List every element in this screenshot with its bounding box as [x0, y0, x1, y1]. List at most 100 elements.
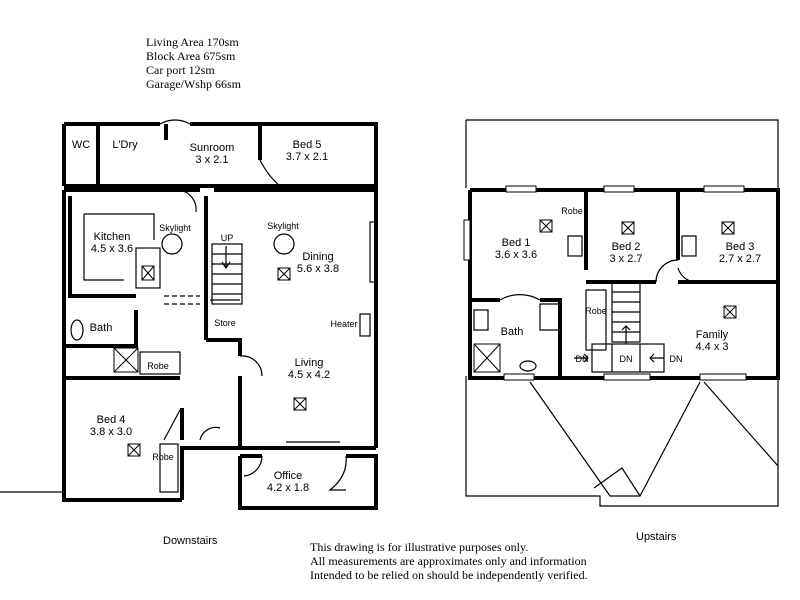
garage-area-text: Garage/Wshp 66sm [146, 77, 241, 91]
store-living-wall [206, 338, 242, 448]
upstairs-shower [473, 343, 501, 373]
bed3-light [721, 221, 735, 235]
office-size: 4.2 x 1.8 [266, 482, 310, 494]
bed3-label: Bed 3 2.7 x 2.7 [719, 241, 761, 265]
family-name: Family [695, 329, 729, 341]
kitchen-dashed-opening [164, 295, 200, 305]
upstairs-bath-label: Bath [500, 326, 524, 338]
family-size: 4.4 x 3 [695, 341, 729, 353]
dining-name: Dining [302, 251, 334, 263]
sunroom-name: Sunroom [189, 142, 235, 154]
dn-right-arrow [649, 353, 664, 363]
kitchen-door-swing [179, 189, 197, 213]
bed3-robe-mark [681, 235, 697, 257]
dn-right-label: DN [669, 354, 683, 364]
kitchen-name: Kitchen [93, 231, 131, 243]
sunroom-label: Sunroom 3 x 2.1 [190, 142, 235, 166]
bed2-window [603, 185, 635, 193]
carport-area-text: Car port 12sm [146, 63, 215, 77]
kitchen-size: 4.5 x 3.6 [90, 243, 134, 255]
sunroom-door-swing [159, 119, 191, 125]
roof-bottom-outline [465, 376, 779, 507]
stair-treads [212, 253, 242, 295]
dn-center-label: DN [619, 354, 633, 364]
office-name: Office [273, 470, 303, 482]
kitchen-skylight-circle [161, 233, 183, 255]
bed1-window [505, 185, 537, 193]
roof-hip-lines [529, 381, 779, 497]
office-walls [238, 454, 378, 510]
family-window [699, 373, 747, 381]
bed4-door [163, 409, 181, 441]
upstairs-robe-top-label: Robe [561, 206, 583, 216]
bath-label: Bath [89, 322, 113, 334]
living-light [293, 397, 307, 411]
bed4-top-wall [64, 376, 184, 440]
dining-label: Dining 5.6 x 3.8 [297, 251, 339, 275]
dining-size: 5.6 x 3.8 [296, 263, 340, 275]
bed4-size: 3.8 x 3.0 [89, 426, 133, 438]
bed3-window [703, 185, 745, 193]
upstairs-plan [463, 119, 780, 507]
living-label: Living 4.5 x 4.2 [288, 357, 330, 381]
bed5-door-swing [259, 159, 281, 187]
bed5-label: Bed 5 3.7 x 2.1 [286, 139, 328, 163]
bed1-name: Bed 1 [501, 237, 531, 249]
family-light [723, 305, 737, 319]
roof-gable [593, 467, 641, 497]
dining-light [277, 267, 291, 281]
bath-walls [64, 310, 138, 348]
dn-left-arrow [574, 353, 589, 363]
dining-skylight-label: Skylight [267, 221, 299, 231]
disclaimer-line-2: All measurements are approximates only a… [310, 554, 587, 568]
main-outline [62, 188, 378, 502]
upstairs-dn-arrow [621, 325, 631, 344]
kitchen-cooktop [141, 265, 155, 281]
bath-window [503, 373, 535, 381]
heater-label: Heater [330, 319, 358, 329]
living-area-text: Living Area 170sm [146, 35, 239, 49]
up-label: UP [220, 233, 234, 243]
kitchen-left-wall [68, 196, 136, 298]
dining-window [369, 221, 377, 283]
bed3-name: Bed 3 [725, 241, 755, 253]
upstairs-vanity [539, 303, 561, 331]
office-door-swing [243, 455, 263, 477]
kitchen-bench [83, 213, 155, 281]
bed2-size: 3 x 2.7 [609, 253, 643, 265]
entry-walls [180, 446, 240, 500]
bed3-size: 2.7 x 2.7 [718, 253, 762, 265]
store-label: Store [214, 318, 236, 328]
bed2-door-swing [655, 259, 679, 283]
bed4-name: Bed 4 [96, 414, 126, 426]
dining-skylight-circle [273, 233, 295, 255]
disclaimer-line-1: This drawing is for illustrative purpose… [310, 540, 529, 554]
downstairs-robe-box [139, 351, 181, 375]
bed5-size: 3.7 x 2.1 [285, 151, 329, 163]
bed5-name: Bed 5 [292, 139, 322, 151]
upstairs-caption: Upstairs [636, 531, 677, 543]
kitchen-skylight-label: Skylight [159, 223, 191, 233]
office-cupboard [328, 455, 347, 491]
bath-basin [70, 319, 84, 341]
disclaimer-line-3: Intended to be relied on should be indep… [310, 568, 588, 582]
upstairs-robe-box [585, 289, 607, 351]
bed4-label: Bed 4 3.8 x 3.0 [90, 414, 132, 438]
bed1-light [539, 219, 553, 233]
bed4-robe-label: Robe [152, 452, 174, 462]
block-area-text: Block Area 675sm [146, 49, 236, 63]
kitchen-label: Kitchen 4.5 x 3.6 [91, 231, 133, 255]
office-label: Office 4.2 x 1.8 [267, 470, 309, 494]
bath-shower [113, 347, 139, 373]
bed2-name: Bed 2 [611, 241, 641, 253]
bed2-label: Bed 2 3 x 2.7 [609, 241, 642, 265]
bed1-side-window [463, 219, 471, 261]
laundry-label: L'Dry [112, 139, 138, 151]
kitchen-island [135, 247, 161, 289]
wc-label: WC [71, 139, 91, 151]
bed1-robe-mark [567, 235, 583, 257]
bed1-size: 3.6 x 3.6 [494, 249, 538, 261]
downstairs-caption: Downstairs [163, 535, 218, 547]
robe-label: Robe [147, 361, 169, 371]
upstairs-robe-mid-label: Robe [585, 306, 607, 316]
